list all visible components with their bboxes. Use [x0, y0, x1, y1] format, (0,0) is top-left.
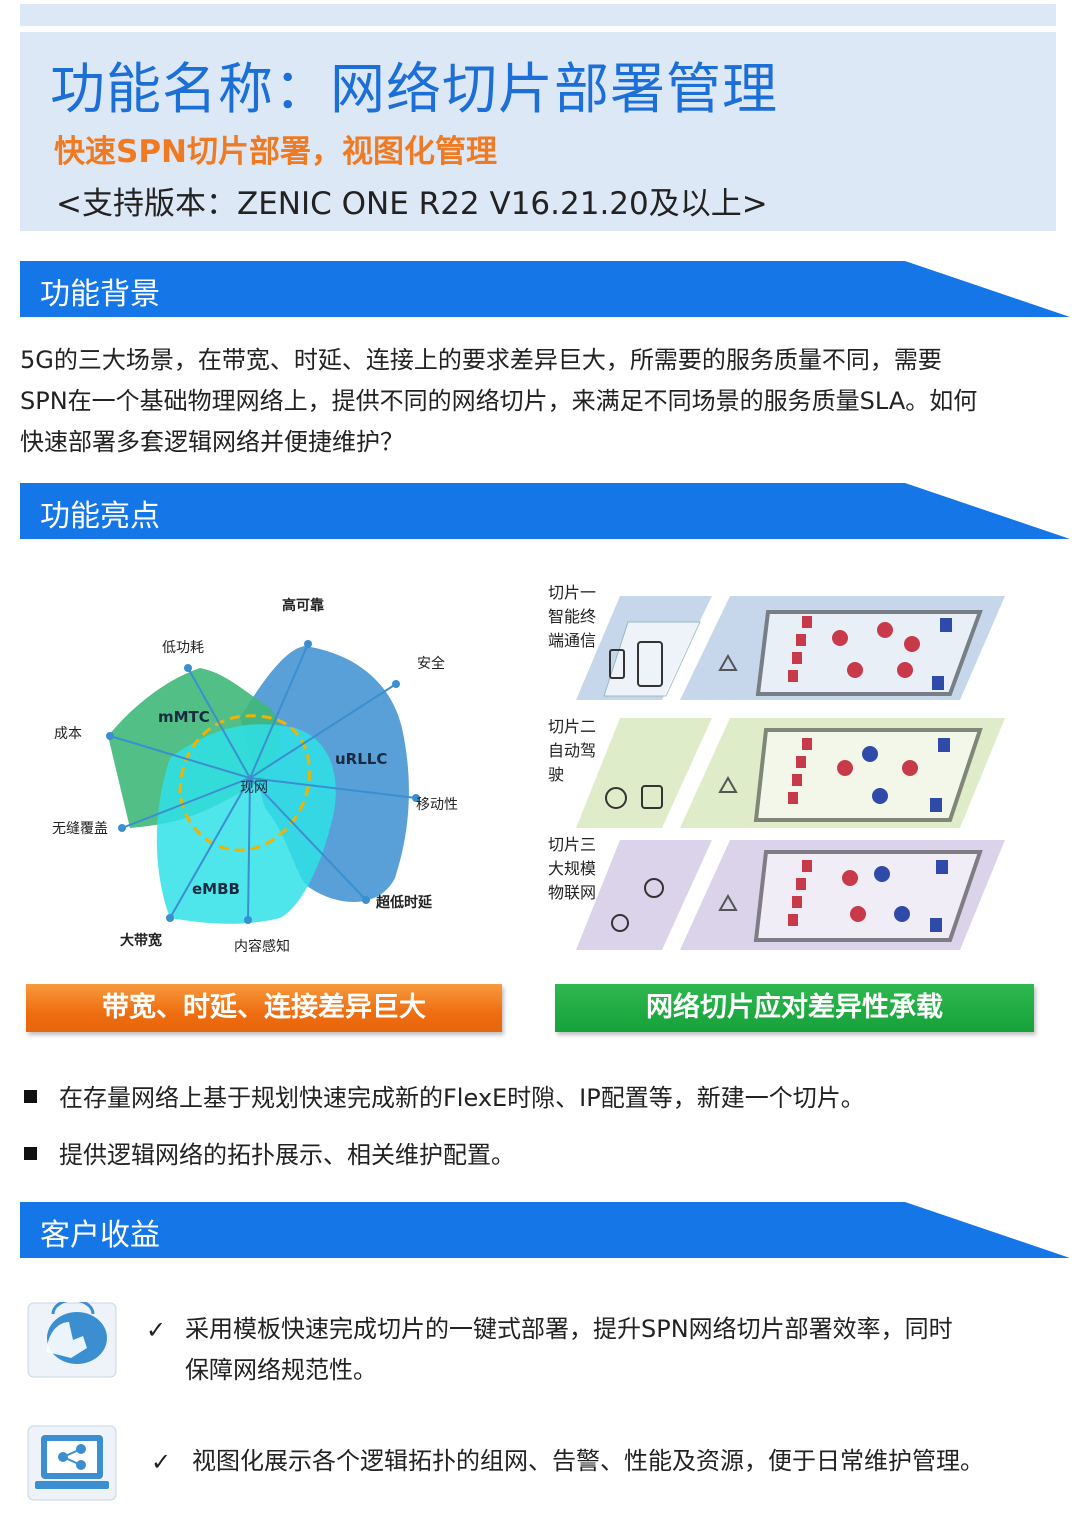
bullet-square-icon	[24, 1147, 37, 1160]
radar-axes	[109, 643, 417, 921]
slice-3-label: 切片三	[548, 835, 596, 854]
slice-3-nodes	[788, 860, 866, 926]
section-title-benefits: 客户收益	[40, 1218, 160, 1253]
embb-region	[156, 724, 336, 924]
check-icon: ✓	[151, 1448, 172, 1476]
slice-2-label: 自动驾	[548, 741, 596, 760]
slice-1-label: 智能终	[548, 607, 596, 626]
bulb-icon	[611, 914, 629, 932]
slicing-banner: 网络切片应对差异性承载	[555, 984, 1034, 1032]
tower-icon	[718, 653, 738, 671]
bullet-text: 提供逻辑网络的拓扑展示、相关维护配置。	[59, 1141, 515, 1169]
scenario-radar-diagram: 高可靠 低功耗 安全 成本 移动性 无缝覆盖 超低时延 大带宽 内容感知 mMT…	[52, 597, 458, 955]
car-icon	[605, 787, 627, 809]
difference-banner: 带宽、时延、连接差异巨大	[26, 984, 502, 1032]
axis-label-content: 内容感知	[234, 938, 290, 955]
background-line: 5G的三大场景，在带宽、时延、连接上的要求差异巨大，所需要的服务质量不同，需要	[20, 346, 942, 374]
bullet-square-icon	[24, 1090, 37, 1103]
benefit-text-2: 视图化展示各个逻辑拓扑的组网、告警、性能及资源，便于日常维护管理。	[192, 1441, 984, 1482]
touch-deploy-icon	[27, 1302, 117, 1378]
slice-layer-2	[576, 718, 1005, 828]
section-bar-background: 功能背景	[20, 261, 1070, 317]
slice-2-nodes	[788, 738, 918, 804]
section-title-background: 功能背景	[40, 277, 160, 312]
background-line: SPN在一个基础物理网络上，提供不同的网络切片，来满足不同场景的服务质量SLA。…	[20, 387, 978, 415]
slice-1-nodes	[788, 616, 920, 682]
section-title-highlights: 功能亮点	[40, 499, 160, 534]
background-line: 快速部署多套逻辑网络并便捷维护？	[20, 428, 404, 456]
version-info: <支持版本：ZENIC ONE R22 V16.21.20及以上>	[56, 186, 768, 222]
region-label-mmtc: mMTC	[158, 708, 210, 726]
section-bar-highlights: 功能亮点	[20, 483, 1070, 539]
network-slice-diagram: 切片一 智能终 端通信 切片二 自动驾 驶 切片三 大规模 物联网	[548, 583, 1005, 950]
bullet-text: 在存量网络上基于规划快速完成新的FlexE时隙、IP配置等，新建一个切片。	[59, 1084, 865, 1112]
axis-label-low-latency: 超低时延	[375, 894, 433, 911]
header-box: 功能名称：网络切片部署管理 快速SPN切片部署，视图化管理 <支持版本：ZENI…	[20, 4, 1056, 231]
slice-2-label: 驶	[548, 765, 564, 784]
slice-1-label: 端通信	[548, 631, 596, 650]
section-bar-shape	[20, 483, 1070, 539]
bus-icon	[641, 785, 663, 809]
benefit-line: 视图化展示各个逻辑拓扑的组网、告警、性能及资源，便于日常维护管理。	[192, 1447, 984, 1475]
header-divider	[20, 26, 1056, 32]
slice-3-label: 物联网	[548, 883, 596, 902]
axis-label-high-reliability: 高可靠	[282, 597, 324, 614]
region-label-current: 现网	[240, 780, 268, 796]
phone-icon	[609, 649, 625, 679]
tower-icon	[718, 775, 738, 793]
radar-axis-points	[106, 640, 420, 924]
benefit-line: 保障网络规范性。	[185, 1356, 377, 1384]
background-paragraph: 5G的三大场景，在带宽、时延、连接上的要求差异巨大，所需要的服务质量不同，需要 …	[20, 340, 1065, 463]
benefit-line: 采用模板快速完成切片的一键式部署，提升SPN网络切片部署效率，同时	[185, 1315, 953, 1343]
watch-icon	[644, 878, 664, 898]
axis-label-seamless: 无缝覆盖	[52, 821, 108, 837]
benefit-text-1: 采用模板快速完成切片的一键式部署，提升SPN网络切片部署效率，同时 保障网络规范…	[185, 1309, 953, 1391]
page-subtitle: 快速SPN切片部署，视图化管理	[54, 134, 497, 170]
section-bar-shape	[20, 261, 1070, 317]
axis-label-cost: 成本	[54, 726, 82, 742]
current-network-ring	[178, 714, 311, 852]
bullet-item: 提供逻辑网络的拓扑展示、相关维护配置。	[24, 1135, 515, 1170]
axis-label-low-power: 低功耗	[162, 640, 204, 656]
region-label-embb: eMBB	[192, 880, 240, 898]
slice-layer-1	[576, 596, 1005, 700]
region-label-urllc: uRLLC	[335, 750, 387, 768]
tablet-icon	[637, 641, 663, 687]
section-bar-benefits: 客户收益	[20, 1202, 1070, 1258]
slice-3-label: 大规模	[548, 859, 596, 878]
check-icon: ✓	[146, 1316, 167, 1344]
axis-label-security: 安全	[417, 655, 445, 672]
axis-label-bandwidth: 大带宽	[120, 932, 162, 949]
section-bar-shape	[20, 1202, 1070, 1258]
slice-2-label: 切片二	[548, 717, 596, 736]
slice-layer-3	[576, 840, 1005, 950]
slice-1-label: 切片一	[548, 583, 596, 602]
axis-label-mobility: 移动性	[416, 797, 458, 813]
bullet-item: 在存量网络上基于规划快速完成新的FlexE时隙、IP配置等，新建一个切片。	[24, 1078, 865, 1113]
topology-view-icon	[27, 1425, 117, 1501]
page-title: 功能名称：网络切片部署管理	[50, 57, 779, 121]
tower-icon	[718, 893, 738, 911]
